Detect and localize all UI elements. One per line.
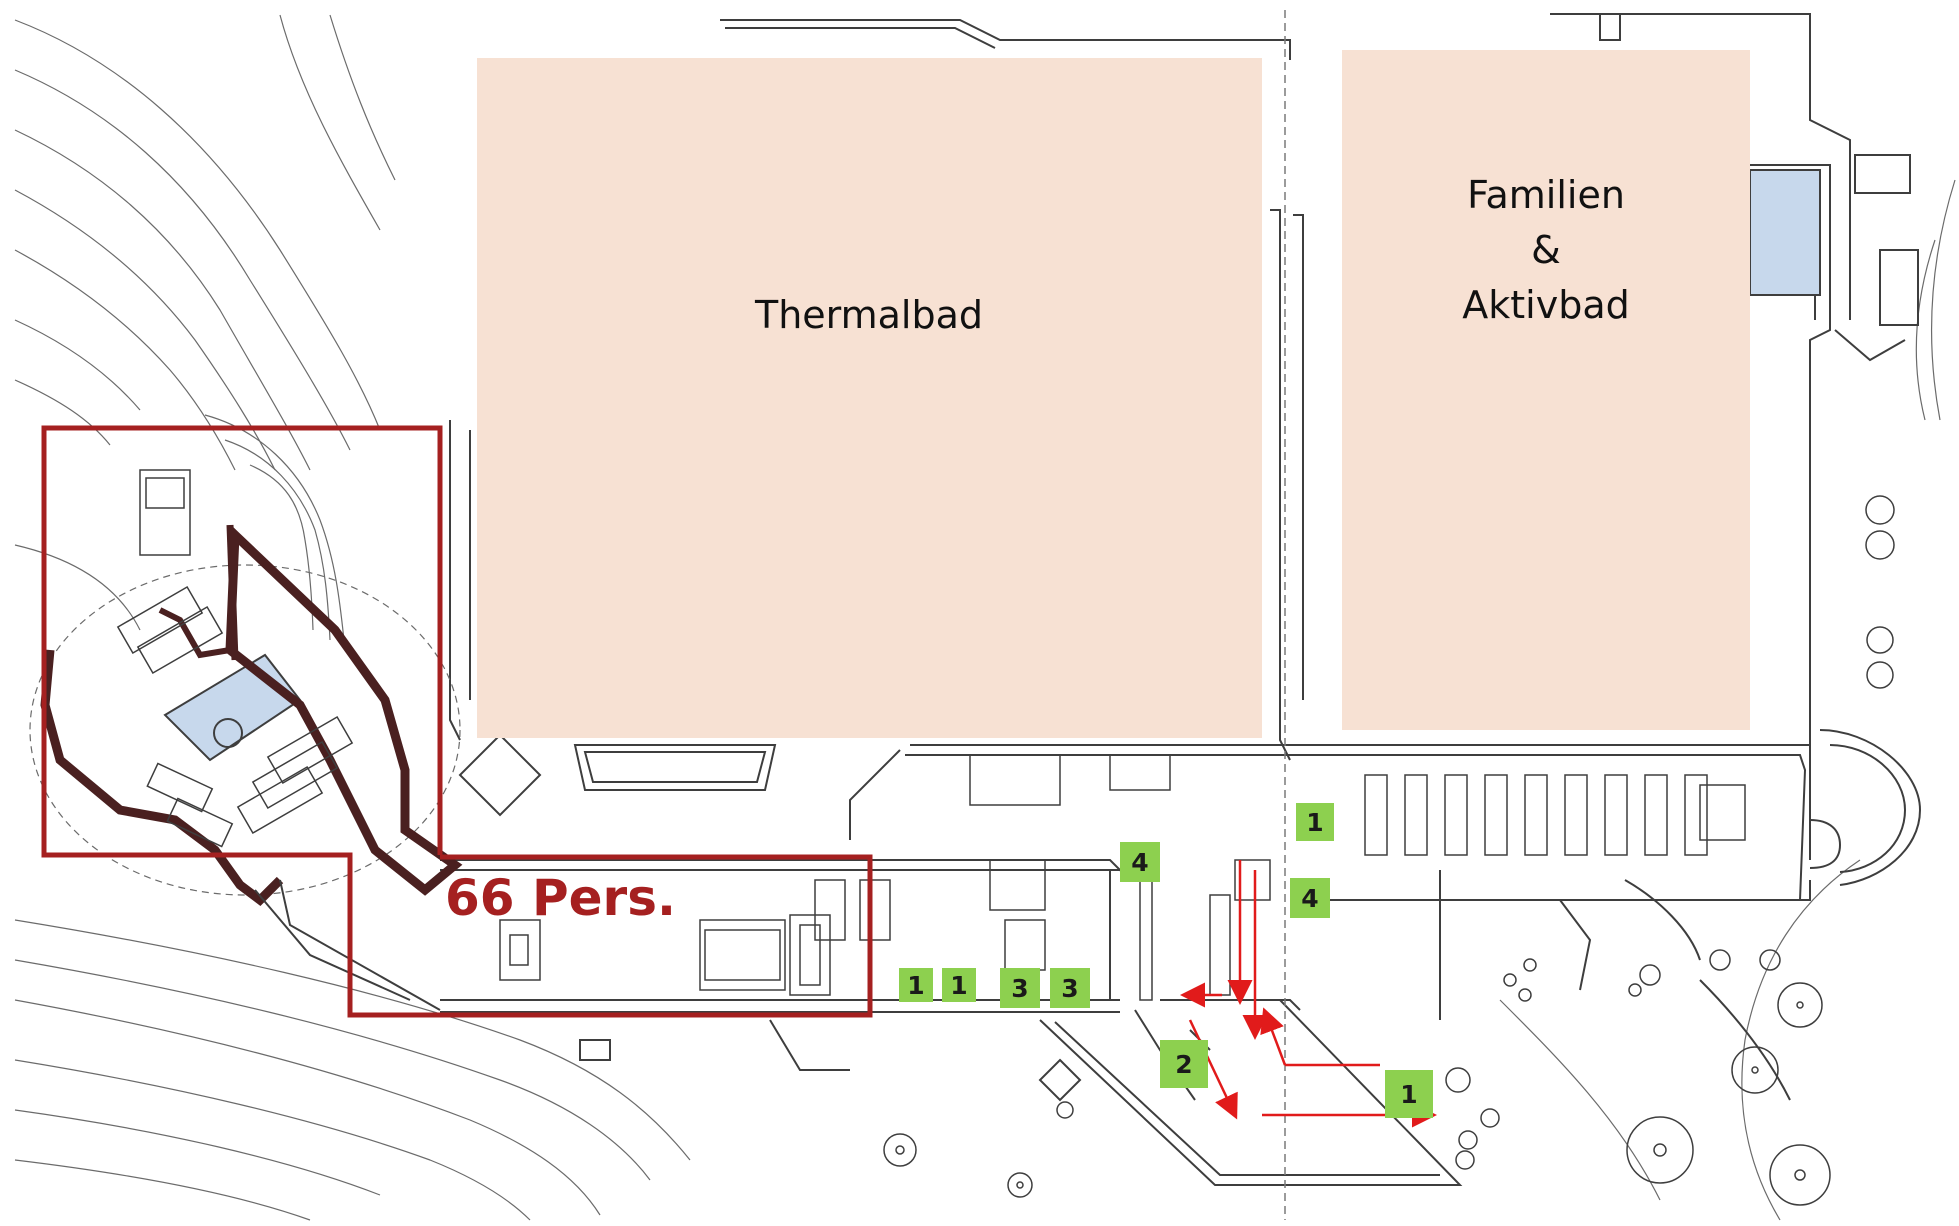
zone-label-line: &	[1531, 228, 1561, 272]
marker-label: 4	[1301, 884, 1318, 913]
sauna-garden-walls	[40, 524, 463, 1011]
zone-marker-4: 4	[1120, 842, 1160, 882]
zone-thermalbad: Thermalbad	[477, 58, 1262, 738]
marker-label: 1	[1400, 1080, 1417, 1109]
marker-box	[1000, 968, 1040, 1008]
zone-marker-3: 3	[1000, 968, 1040, 1008]
zone-label-line: Thermalbad	[754, 293, 983, 337]
trees	[883, 495, 1895, 1206]
marker-label: 1	[1306, 808, 1323, 837]
zone-marker-2: 2	[1160, 1040, 1208, 1088]
marker-box	[942, 968, 976, 1002]
marker-box	[1296, 803, 1334, 841]
highlight-outlines	[41, 425, 873, 1018]
terrain-contours	[14, 14, 1956, 1221]
marker-label: 3	[1011, 974, 1028, 1003]
marker-box	[1290, 878, 1330, 918]
building-outline	[440, 13, 1922, 1186]
marker-label: 4	[1131, 848, 1148, 877]
marker-box	[1050, 968, 1090, 1008]
sunbeds	[116, 585, 354, 848]
marker-label: 1	[907, 971, 924, 1000]
capacity-label: 66 Pers.	[445, 869, 676, 927]
marker-box	[1120, 842, 1160, 882]
zone-marker-1: 1	[1296, 803, 1334, 841]
zone-label-line: Aktivbad	[1462, 283, 1629, 327]
svg-text:Familien: Familien	[1467, 173, 1625, 217]
zone-familien-aktivbad: Familien & Aktivbad	[1342, 50, 1750, 730]
marker-label: 2	[1175, 1050, 1192, 1079]
marker-box	[1385, 1070, 1433, 1118]
zone-marker-1: 1	[942, 968, 976, 1002]
svg-text:Thermalbad: Thermalbad	[754, 293, 983, 337]
zone-label-line: Familien	[1467, 173, 1625, 217]
zone-marker-4: 4	[1290, 878, 1330, 918]
zone-marker-1: 1	[1385, 1070, 1433, 1118]
marker-box	[899, 968, 933, 1002]
zone-marker-1: 1	[899, 968, 933, 1002]
svg-text:&: &	[1531, 228, 1561, 272]
marker-label: 3	[1061, 974, 1078, 1003]
marker-box	[1160, 1040, 1208, 1088]
svg-text:Aktivbad: Aktivbad	[1462, 283, 1629, 327]
sauna-garden-outline	[29, 564, 461, 896]
marker-label: 1	[950, 971, 967, 1000]
zone-marker-3: 3	[1050, 968, 1090, 1008]
